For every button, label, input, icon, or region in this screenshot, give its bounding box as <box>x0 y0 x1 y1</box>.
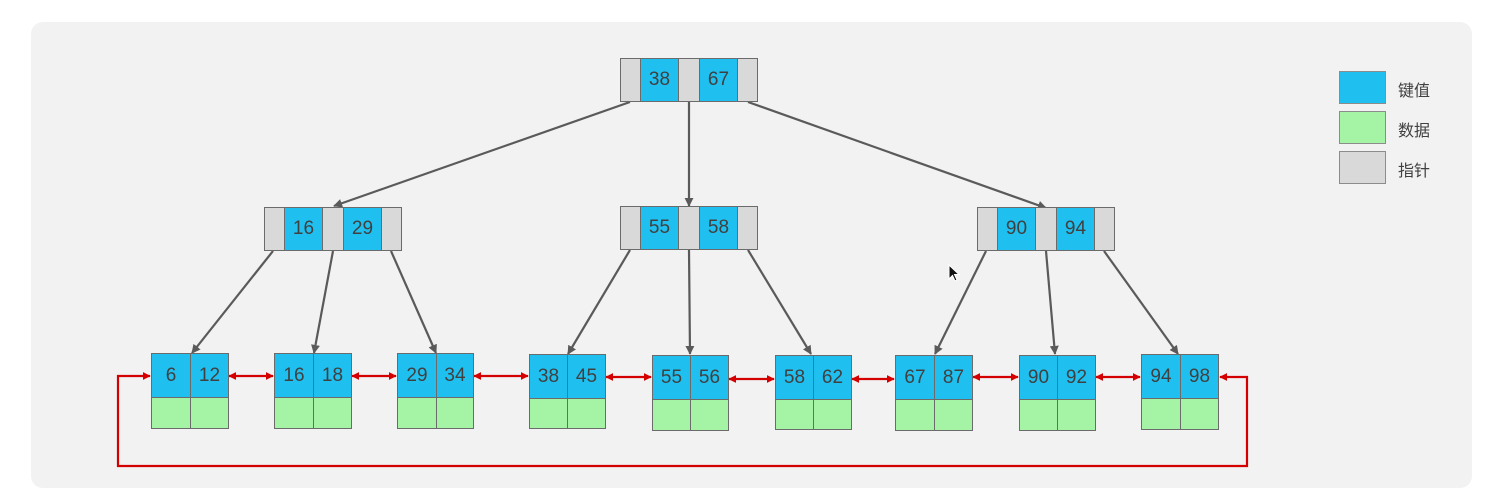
leaf-9-key-2: 98 <box>1180 354 1219 399</box>
internal-2-pointer-3 <box>737 206 758 250</box>
internal-2-pointer-1 <box>620 206 641 250</box>
leaf-6-data-2 <box>813 399 852 430</box>
internal-2-key-2: 58 <box>699 206 738 250</box>
leaf-9-data-2 <box>1180 398 1219 430</box>
internal-1-key-1: 16 <box>284 207 323 251</box>
edge-root-to-internal-1 <box>333 100 631 208</box>
leaf-6-data-1 <box>775 399 814 430</box>
leaf-4-key-2: 45 <box>567 354 606 399</box>
leaf-4-key-1: 38 <box>529 354 568 399</box>
edge-internal-1-to-leaf-2 <box>311 250 335 354</box>
leaf-7-key-1: 67 <box>895 355 935 400</box>
leaf-2-data-1 <box>274 397 314 429</box>
leaf-2-key-1: 16 <box>274 353 314 398</box>
legend-label-data: 数据 <box>1398 121 1431 140</box>
leaf-2-key-2: 18 <box>313 353 352 398</box>
root-key-2: 67 <box>699 58 738 102</box>
leaf-8-data-2 <box>1057 399 1096 431</box>
leaf-9-key-1: 94 <box>1141 354 1181 399</box>
edge-internal-3-to-leaf-8 <box>1044 250 1059 355</box>
internal-1-pointer-1 <box>264 207 285 251</box>
leaf-link-wraparound <box>116 372 1249 468</box>
internal-3-key-1: 90 <box>997 207 1036 251</box>
leaf-3-key-2: 34 <box>436 353 474 398</box>
leaf-1-data-2 <box>190 397 229 429</box>
leaf-3-data-2 <box>436 397 474 429</box>
internal-1-pointer-3 <box>381 207 402 251</box>
root-pointer-3 <box>737 58 758 102</box>
edge-internal-1-to-leaf-1 <box>191 250 274 354</box>
legend-swatch-key <box>1339 71 1386 104</box>
root-pointer-2 <box>678 58 700 102</box>
edge-root-to-internal-3 <box>747 100 1047 210</box>
leaf-1-data-1 <box>151 397 191 429</box>
edge-internal-2-to-leaf-6 <box>747 249 812 355</box>
leaf-5-data-2 <box>690 399 729 431</box>
root-pointer-1 <box>620 58 641 102</box>
leaf-1-key-1: 6 <box>151 353 191 398</box>
legend-swatch-pointer <box>1339 151 1386 184</box>
internal-3-pointer-3 <box>1094 207 1115 251</box>
legend-label-key: 键值 <box>1398 81 1431 100</box>
internal-2-key-1: 55 <box>640 206 679 250</box>
leaf-4-data-1 <box>529 398 568 429</box>
leaf-7-key-2: 87 <box>934 355 973 400</box>
mouse-cursor-icon <box>948 264 960 282</box>
leaf-5-key-2: 56 <box>690 355 729 400</box>
edge-internal-1-to-leaf-3 <box>389 250 438 354</box>
leaf-8-key-1: 90 <box>1019 355 1058 400</box>
internal-1-pointer-2 <box>322 207 344 251</box>
leaf-8-data-1 <box>1019 399 1058 431</box>
edge-internal-2-to-leaf-4 <box>567 249 631 355</box>
edge-internal-2-to-leaf-5 <box>685 249 695 355</box>
edge-internal-3-to-leaf-7 <box>934 250 987 355</box>
root-key-1: 38 <box>640 58 679 102</box>
legend-swatch-data <box>1339 111 1386 144</box>
leaf-8-key-2: 92 <box>1057 355 1096 400</box>
internal-3-key-2: 94 <box>1056 207 1095 251</box>
legend-label-pointer: 指针 <box>1398 161 1431 180</box>
edge-internal-3-to-leaf-9 <box>1103 250 1179 355</box>
leaf-7-data-2 <box>934 399 973 431</box>
leaf-6-key-2: 62 <box>813 355 852 400</box>
internal-3-pointer-1 <box>977 207 998 251</box>
internal-2-pointer-2 <box>678 206 700 250</box>
leaf-7-data-1 <box>895 399 935 431</box>
leaf-9-data-1 <box>1141 398 1181 430</box>
leaf-5-data-1 <box>652 399 691 431</box>
leaf-4-data-2 <box>567 398 606 429</box>
leaf-2-data-2 <box>313 397 352 429</box>
leaf-5-key-1: 55 <box>652 355 691 400</box>
internal-1-key-2: 29 <box>343 207 382 251</box>
leaf-3-key-1: 29 <box>397 353 437 398</box>
leaf-3-data-1 <box>397 397 437 429</box>
leaf-6-key-1: 58 <box>775 355 814 400</box>
leaf-1-key-2: 12 <box>190 353 229 398</box>
internal-3-pointer-2 <box>1035 207 1057 251</box>
